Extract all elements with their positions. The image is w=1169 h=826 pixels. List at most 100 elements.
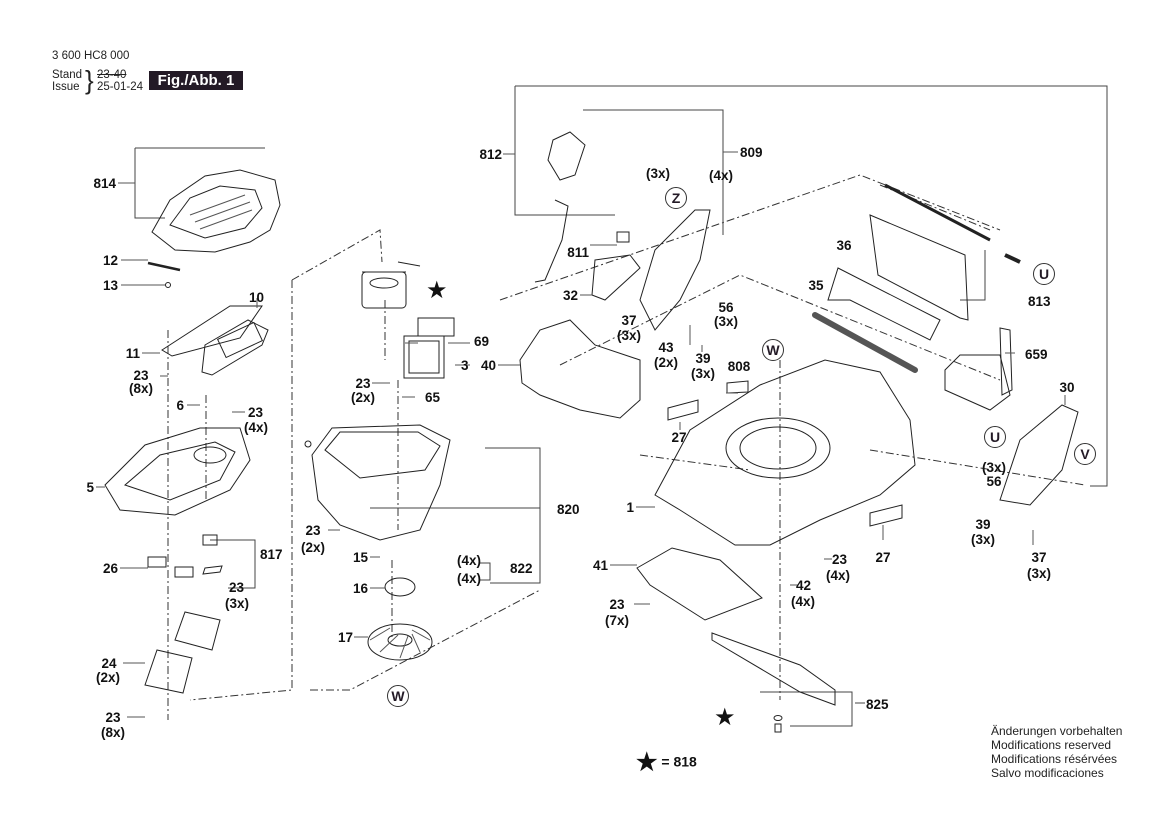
part-41-skid xyxy=(636,547,763,621)
part-motor xyxy=(361,261,421,309)
callout-23: 23 xyxy=(355,376,371,391)
callout-43: 43 xyxy=(658,340,674,355)
notice-line-es: Salvo modificaciones xyxy=(991,766,1104,780)
callout-37: 37 xyxy=(1031,550,1047,565)
callout-qty: (3x) xyxy=(970,532,995,547)
callout-811: 811 xyxy=(567,245,589,260)
callout-1: 1 xyxy=(626,500,634,515)
part-3-filter xyxy=(403,335,445,379)
part-27-label-a xyxy=(667,399,699,421)
star-icon: ★ xyxy=(636,749,658,776)
callout-23: 23 xyxy=(832,552,848,567)
part-817-wedge xyxy=(202,565,223,575)
callout-37: 37 xyxy=(621,313,637,328)
legend-text: = 818 xyxy=(661,753,697,770)
part-16-bearing xyxy=(384,577,416,597)
callout-3: 3 xyxy=(461,358,469,373)
callout-23: 23 xyxy=(133,368,149,383)
callout-qty: (2x) xyxy=(95,670,120,685)
notice-line-de: Änderungen vorbehalten xyxy=(991,724,1123,738)
part-36-flap xyxy=(827,267,941,341)
callout-808: 808 xyxy=(727,359,751,374)
callout-qty: (3x) xyxy=(1026,566,1051,581)
part-12-rod xyxy=(147,261,181,272)
callout-qty: (8x) xyxy=(128,381,153,396)
callout-65: 65 xyxy=(425,390,441,405)
part-13-screw xyxy=(165,282,171,288)
ref-circle-w: W xyxy=(387,685,409,707)
notice-line-fr: Modifications résérvées xyxy=(991,752,1118,766)
callout-27: 27 xyxy=(875,550,891,565)
star-icon: ★ xyxy=(714,704,736,731)
part-10-frame xyxy=(201,319,269,376)
callout-qty: (3x) xyxy=(616,328,641,343)
legend: ★ = 818 xyxy=(636,751,697,775)
part-825-blade xyxy=(711,632,836,706)
brace: } xyxy=(85,65,94,95)
callout-17: 17 xyxy=(337,630,353,645)
callout-39: 39 xyxy=(695,351,711,366)
ref-circle-v: V xyxy=(1074,443,1096,465)
callout-qty: (2x) xyxy=(300,540,325,555)
callout-5: 5 xyxy=(86,480,94,495)
part-40-front-cover xyxy=(519,319,641,419)
stand-label: Stand xyxy=(52,69,83,81)
callout-26: 26 xyxy=(102,561,118,576)
part-1-deck xyxy=(654,359,916,546)
callout-qty: (4x) xyxy=(826,568,851,583)
callout-qty: (4x) xyxy=(457,571,482,586)
part-812-switch xyxy=(547,131,586,181)
callout-23: 23 xyxy=(609,597,625,612)
callout-42: 42 xyxy=(796,578,812,593)
callout-814: 814 xyxy=(93,176,116,191)
part-813-rod xyxy=(884,183,991,242)
leader-lines xyxy=(96,151,1066,718)
notice-line-en: Modifications reserved xyxy=(991,738,1112,752)
callout-825: 825 xyxy=(866,697,889,712)
callout-qty: (3x) xyxy=(225,596,250,611)
callout-qty: (3x) xyxy=(713,314,738,329)
part-35-rod xyxy=(812,312,918,373)
callout-23: 23 xyxy=(105,710,121,725)
callout-qty: (4x) xyxy=(244,420,269,435)
callout-qty: (4x) xyxy=(709,168,734,183)
callout-6: 6 xyxy=(176,398,184,413)
ref-circle-u: U xyxy=(984,426,1006,448)
callout-24: 24 xyxy=(101,656,117,671)
callout-qty: (3x) xyxy=(646,166,671,181)
part-handle-bracket-left xyxy=(639,209,711,331)
ref-circle-z: Z xyxy=(665,187,687,209)
callout-10: 10 xyxy=(249,290,265,305)
document-number: 3 600 HC8 000 xyxy=(52,50,130,62)
part-812-cable xyxy=(534,199,569,283)
callout-40: 40 xyxy=(480,358,496,373)
callout-822: 822 xyxy=(510,561,533,576)
callout-27: 27 xyxy=(671,430,687,445)
callout-16: 16 xyxy=(352,581,368,596)
callout-812: 812 xyxy=(479,147,502,162)
stand-value-struck: 23-40 xyxy=(97,69,127,81)
part-24-bracket-a xyxy=(174,611,221,651)
callout-13: 13 xyxy=(102,278,118,293)
callout-820: 820 xyxy=(557,502,580,517)
part-17-fan xyxy=(367,623,433,661)
part-814-top-cover xyxy=(151,169,281,253)
part-659-guard xyxy=(944,354,1011,411)
part-27-label-b xyxy=(869,504,903,527)
part-30-bracket-right xyxy=(999,404,1079,506)
callout-56: 56 xyxy=(986,474,1002,489)
callout-qty: (3x) xyxy=(981,460,1006,475)
callout-36: 36 xyxy=(836,238,852,253)
callout-809: 809 xyxy=(740,145,763,160)
callout-41: 41 xyxy=(592,558,608,573)
part-11-grille xyxy=(161,305,263,357)
callout-69: 69 xyxy=(474,334,490,349)
callout-23: 23 xyxy=(229,580,245,595)
callout-qty: (4x) xyxy=(457,553,482,568)
assembly-axis-lines xyxy=(167,174,1086,720)
callout-817: 817 xyxy=(260,547,283,562)
ref-circle-u: U xyxy=(1033,263,1055,285)
part-26-clip-b xyxy=(174,566,194,578)
part-811-pad xyxy=(616,231,630,243)
